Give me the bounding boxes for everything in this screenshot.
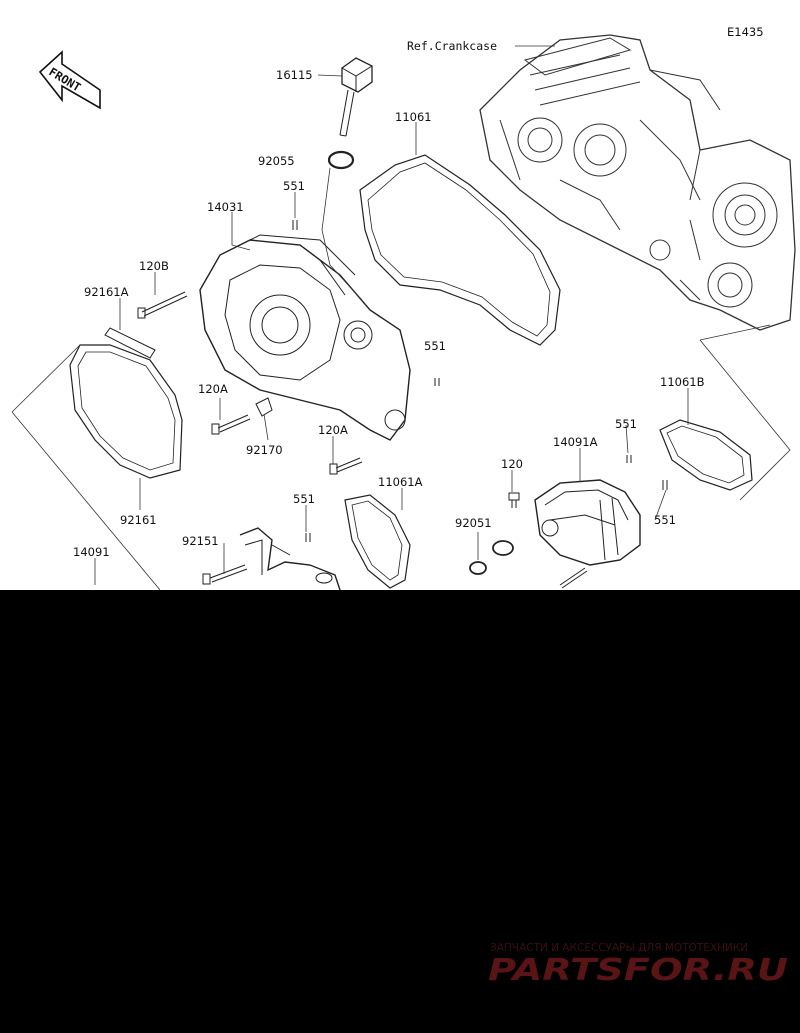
part-label-551: 551 — [424, 339, 446, 353]
part-label-16115: 16115 — [276, 68, 313, 82]
part-label-120: 120 — [501, 457, 523, 471]
part-label-14031: 14031 — [207, 200, 244, 214]
part-label-551: 551 — [293, 492, 315, 506]
part-label-14091a: 14091A — [553, 435, 598, 449]
exploded-parts-diagram: E1435 FRONT Ref.Crankcase 16115 11061 92… — [0, 0, 800, 590]
bolt-120b-drawing — [137, 291, 188, 319]
part-label-92151: 92151 — [182, 534, 219, 548]
diagram-code: E1435 — [727, 25, 764, 39]
bolt-120a-upper-drawing — [211, 414, 251, 435]
part-label-551: 551 — [283, 179, 305, 193]
watermark-tagline: ЗАПЧАСТИ И АКСЕССУАРЫ ДЛЯ МОТОТЕХНИКИ — [490, 942, 748, 954]
leader-lines — [11, 45, 791, 590]
gasket-92161a-drawing — [104, 327, 156, 359]
clutch-cover-drawing — [199, 234, 411, 441]
dowel-pin-551-drawing — [292, 220, 668, 542]
bolt-120a-lower-drawing — [329, 457, 363, 475]
gasket-92161-drawing — [69, 344, 183, 479]
part-label-11061a: 11061A — [378, 475, 423, 489]
part-label-92161a: 92161A — [84, 285, 129, 299]
part-label-120a: 120A — [198, 382, 228, 396]
crankcase-drawing — [479, 34, 796, 331]
watermark-brand: PARTSFOR.RU — [488, 953, 788, 988]
cover-14091a-drawing — [534, 479, 641, 566]
watermark: ЗАПЧАСТИ И АКСЕССУАРЫ ДЛЯ МОТОТЕХНИКИ PA… — [488, 942, 788, 988]
part-label-11061: 11061 — [395, 110, 432, 124]
gasket-11061b-drawing — [659, 419, 753, 491]
part-label-92051: 92051 — [455, 516, 492, 530]
part-label-551: 551 — [615, 417, 637, 431]
part-label-120a: 120A — [318, 423, 348, 437]
clip-92170-drawing — [255, 397, 273, 417]
part-label-92055: 92055 — [258, 154, 295, 168]
bolt-lower-right-drawing — [559, 567, 588, 589]
part-label-120b: 120B — [139, 259, 169, 273]
gasket-11061-drawing — [359, 154, 561, 346]
bolt-120-drawing — [508, 492, 520, 508]
diagram-canvas: E1435 FRONT Ref.Crankcase 16115 11061 92… — [11, 25, 796, 590]
front-arrow-icon — [38, 50, 101, 110]
oil-gauge-drawing — [339, 57, 373, 137]
reference-label: Ref.Crankcase — [407, 39, 497, 53]
part-label-92161: 92161 — [120, 513, 157, 527]
part-label-551: 551 — [654, 513, 676, 527]
o-ring-drawing — [327, 150, 355, 170]
gasket-11061a-drawing — [344, 494, 411, 589]
part-label-14091: 14091 — [73, 545, 110, 559]
oil-seal-92051-drawing — [469, 540, 514, 575]
pump-housing-drawing — [239, 527, 341, 590]
part-label-92170: 92170 — [246, 443, 283, 457]
part-label-11061b: 11061B — [660, 375, 705, 389]
bolt-92151-drawing — [202, 564, 248, 585]
